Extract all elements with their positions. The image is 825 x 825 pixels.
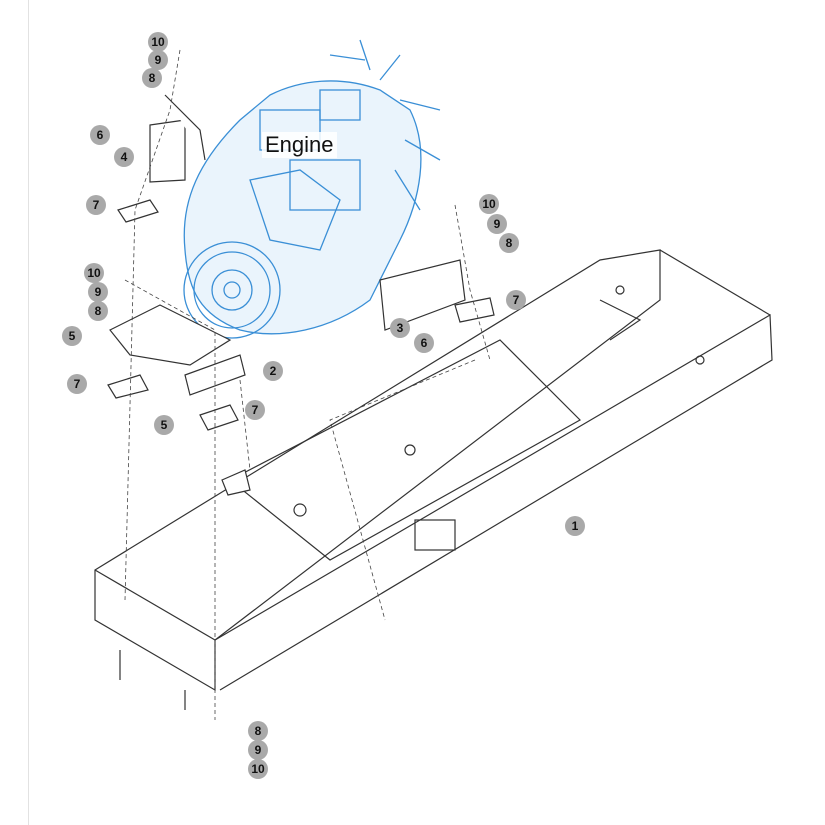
part-callout: 7 xyxy=(86,195,106,215)
part-callout: 9 xyxy=(487,214,507,234)
main-frame xyxy=(94,249,773,710)
part-callout: 8 xyxy=(88,301,108,321)
part-callout: 8 xyxy=(142,68,162,88)
leader-lines xyxy=(124,49,491,720)
part-callout: 10 xyxy=(479,194,499,214)
part-callout: 7 xyxy=(506,290,526,310)
part-callout: 3 xyxy=(390,318,410,338)
part-callout: 4 xyxy=(114,147,134,167)
part-callout: 6 xyxy=(414,333,434,353)
part-callout: 2 xyxy=(263,361,283,381)
part-callout: 10 xyxy=(148,32,168,52)
part-callout: 5 xyxy=(62,326,82,346)
part-callout: 7 xyxy=(245,400,265,420)
part-callout: 8 xyxy=(248,721,268,741)
part-callout: 6 xyxy=(90,125,110,145)
part-callout: 10 xyxy=(248,759,268,779)
page-border xyxy=(28,0,29,825)
part-callout: 10 xyxy=(84,263,104,283)
engine-drawing xyxy=(183,39,441,339)
engine-label: Engine xyxy=(262,132,337,158)
part-callout: 9 xyxy=(248,740,268,760)
part-callout: 9 xyxy=(88,282,108,302)
part-callout: 8 xyxy=(499,233,519,253)
part-callout: 5 xyxy=(154,415,174,435)
part-callout: 7 xyxy=(67,374,87,394)
part-callout: 9 xyxy=(148,50,168,70)
part-callout: 1 xyxy=(565,516,585,536)
